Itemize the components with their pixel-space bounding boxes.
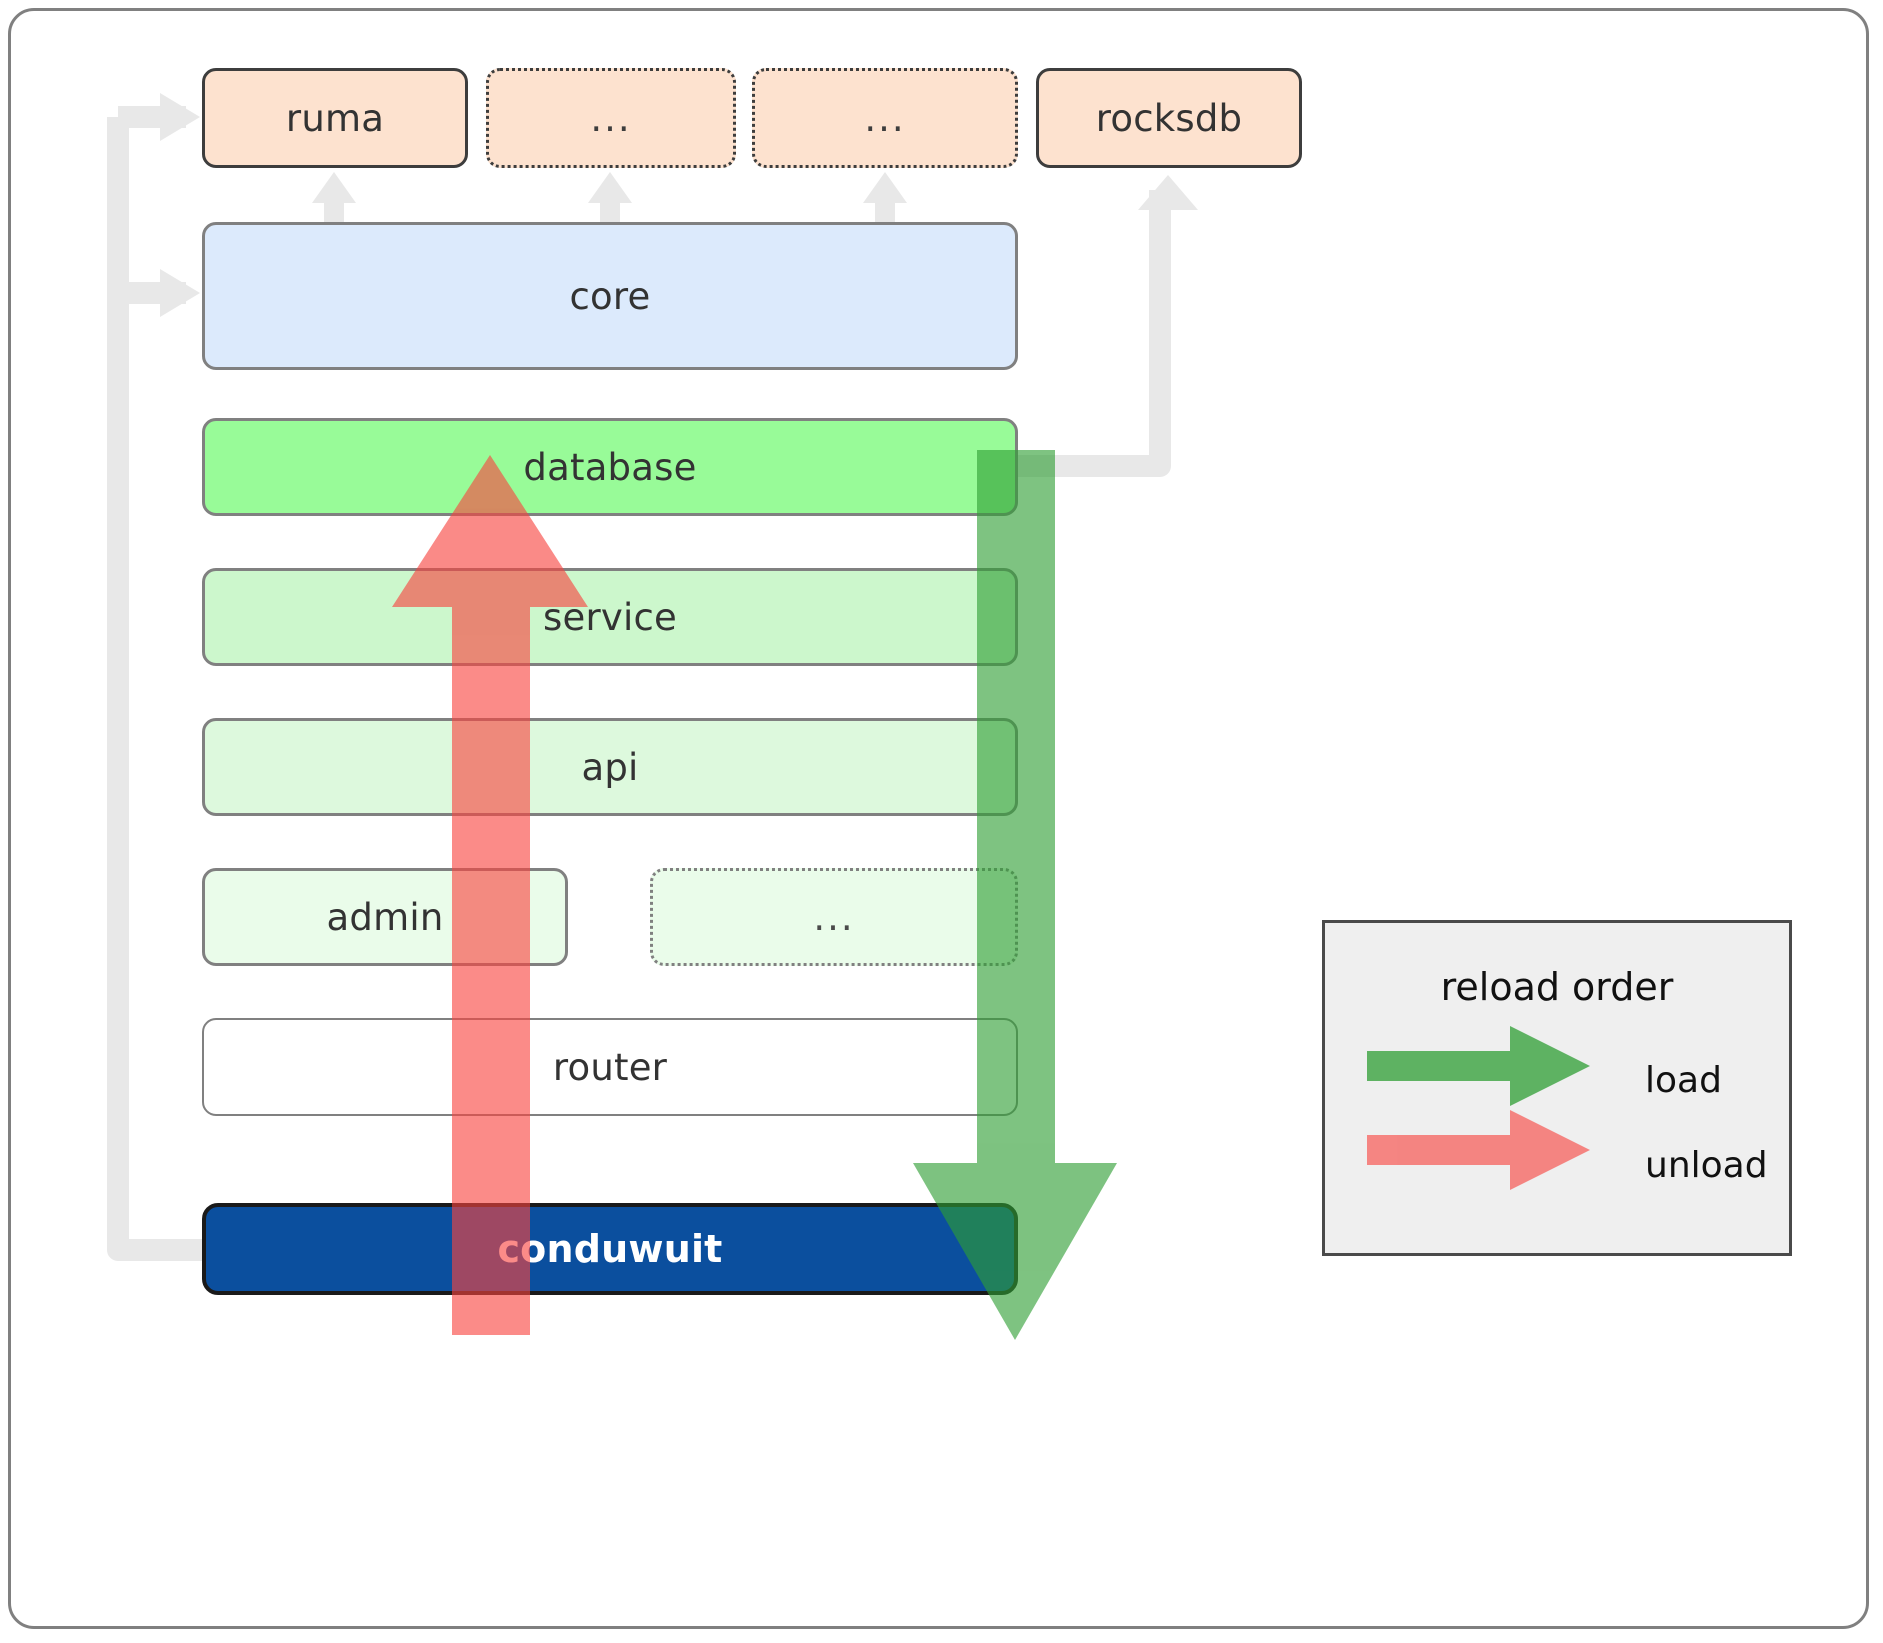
node-top-placeholder-1[interactable]: ... <box>486 68 736 168</box>
node-conduwuit-label: conduwuit <box>497 1227 723 1271</box>
legend-label-load: load <box>1645 1060 1722 1101</box>
legend-box: reload order load unload <box>1322 920 1792 1256</box>
node-router-label: router <box>552 1045 668 1089</box>
node-api-label: api <box>581 745 639 789</box>
node-service[interactable]: service <box>202 568 1018 666</box>
node-core-label: core <box>569 274 651 318</box>
node-top-placeholder-2[interactable]: ... <box>752 68 1018 168</box>
node-stack-placeholder-label: ... <box>813 895 855 939</box>
legend-label-unload: unload <box>1645 1145 1768 1186</box>
node-ruma-label: ruma <box>285 96 385 140</box>
node-admin[interactable]: admin <box>202 868 568 966</box>
node-rocksdb[interactable]: rocksdb <box>1036 68 1302 168</box>
node-top-placeholder-1-label: ... <box>590 96 632 140</box>
node-router[interactable]: router <box>202 1018 1018 1116</box>
node-rocksdb-label: rocksdb <box>1095 96 1243 140</box>
node-database[interactable]: database <box>202 418 1018 516</box>
node-service-label: service <box>543 595 677 639</box>
node-stack-placeholder[interactable]: ... <box>650 868 1018 966</box>
legend-load-arrow <box>1367 1026 1590 1106</box>
node-api[interactable]: api <box>202 718 1018 816</box>
node-admin-label: admin <box>326 895 444 939</box>
node-conduwuit[interactable]: conduwuit <box>202 1203 1018 1295</box>
legend-arrow-layer <box>1367 1026 1590 1190</box>
node-ruma[interactable]: ruma <box>202 68 468 168</box>
node-top-placeholder-2-label: ... <box>864 96 906 140</box>
node-database-label: database <box>523 445 697 489</box>
legend-title: reload order <box>1440 965 1674 1009</box>
legend-unload-arrow <box>1367 1110 1590 1190</box>
node-core[interactable]: core <box>202 222 1018 370</box>
